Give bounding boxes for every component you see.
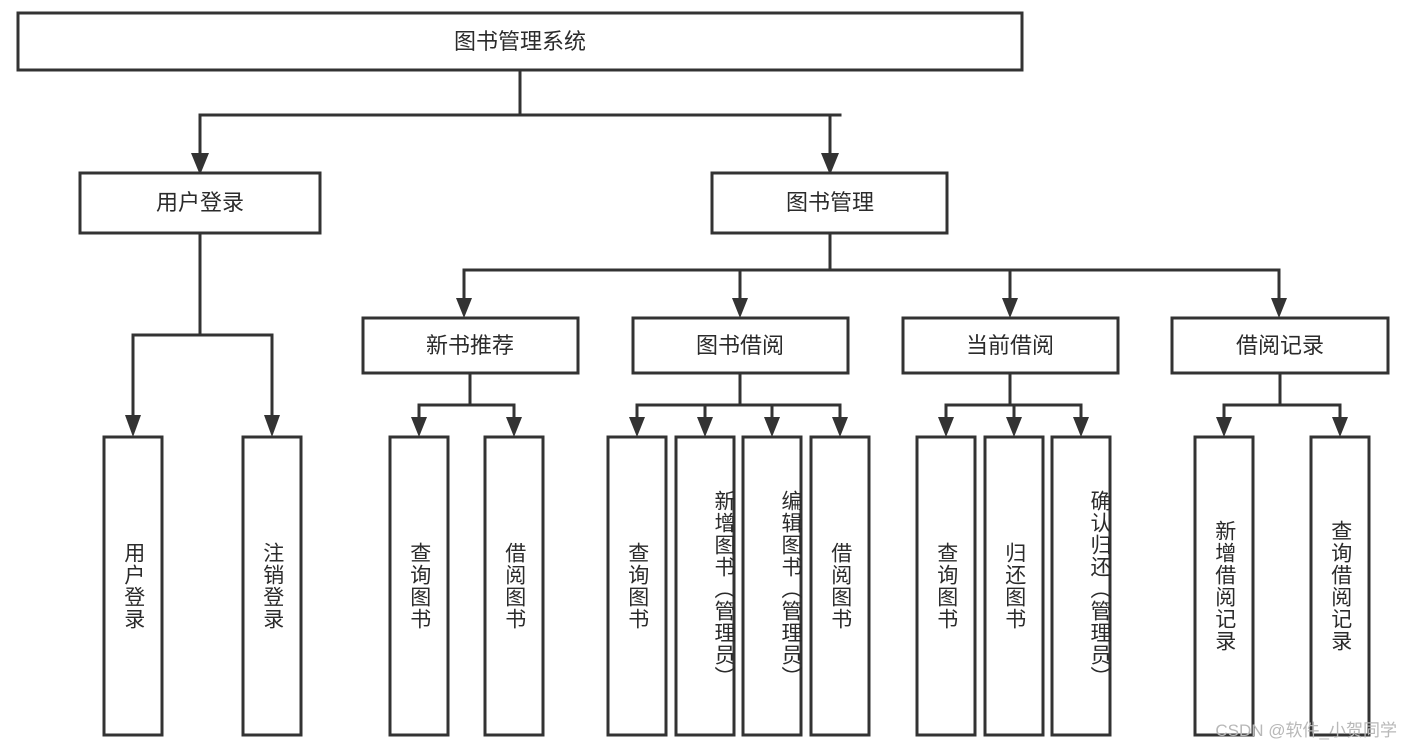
arrow-head-leaf-borrow-book-recommend	[506, 417, 522, 437]
leaf-user-login-box[interactable]	[102, 435, 164, 737]
arrow-head-leaf-return-book	[1006, 417, 1022, 437]
node-user-login-box[interactable]	[78, 171, 322, 235]
arrow-head-book-borrow	[732, 298, 748, 318]
node-borrow-record-box[interactable]	[1170, 316, 1390, 375]
leaf-add-book-box[interactable]	[674, 435, 736, 737]
leaf-borrow-book-box[interactable]	[809, 435, 871, 737]
node-new-book-recommend-box[interactable]	[361, 316, 580, 375]
node-user-login-label: 用户登录	[156, 190, 244, 215]
connector-current-borrow-to-leaves	[938, 371, 1089, 437]
connector-user-login-to-leaves	[125, 231, 280, 437]
leaf-edit-book-box[interactable]	[741, 435, 803, 737]
arrow-head-leaf-user-logout	[264, 415, 280, 437]
connector-book-borrow-to-leaves	[629, 371, 848, 437]
leaf-confirm-return-box[interactable]	[1050, 435, 1112, 737]
arrow-head-leaf-query-book-recommend	[411, 417, 427, 437]
node-book-borrow-label: 图书借阅	[696, 333, 784, 358]
leaf-return-book-box[interactable]	[983, 435, 1045, 737]
node-book-borrow-box[interactable]	[631, 316, 850, 375]
leaf-query-book-current-box[interactable]	[915, 435, 977, 737]
arrow-head-new-book-recommend	[456, 298, 472, 318]
arrow-head-current-borrow	[1002, 298, 1018, 318]
connector-book-manage-to-level2	[456, 231, 1287, 318]
arrow-head-book-manage	[821, 153, 839, 175]
leaf-borrow-book-recommend-box[interactable]	[483, 435, 545, 737]
node-user-login[interactable]: 用户登录	[78, 171, 322, 235]
node-root-box[interactable]	[16, 11, 1024, 72]
arrow-head-leaf-query-borrow-record	[1332, 417, 1348, 437]
leaf-query-borrow-record-box[interactable]	[1309, 435, 1371, 737]
node-root[interactable]: 图书管理系统	[16, 11, 1024, 72]
leaf-query-book-recommend-box[interactable]	[388, 435, 450, 737]
node-book-manage-box[interactable]	[710, 171, 949, 235]
arrow-head-leaf-query-book-borrow	[629, 417, 645, 437]
node-root-label: 图书管理系统	[454, 29, 586, 54]
arrow-head-leaf-edit-book	[764, 417, 780, 437]
node-book-manage-label: 图书管理	[786, 190, 874, 215]
leaf-user-logout-box[interactable]	[241, 435, 303, 737]
arrow-head-leaf-borrow-book	[832, 417, 848, 437]
arrow-head-leaf-add-book	[697, 417, 713, 437]
node-book-borrow[interactable]: 图书借阅	[631, 316, 850, 375]
node-new-book-recommend[interactable]: 新书推荐	[361, 316, 580, 375]
node-current-borrow-box[interactable]	[901, 316, 1120, 375]
leaf-query-book-borrow-box[interactable]	[606, 435, 668, 737]
arrow-head-borrow-record	[1271, 298, 1287, 318]
connector-root-to-level1	[191, 68, 842, 175]
node-new-book-recommend-label: 新书推荐	[426, 333, 514, 358]
leaf-add-borrow-record-box[interactable]	[1193, 435, 1255, 737]
arrow-head-leaf-user-login	[125, 415, 141, 437]
node-current-borrow-label: 当前借阅	[966, 333, 1054, 358]
arrow-head-leaf-query-book-current	[938, 417, 954, 437]
node-book-manage[interactable]: 图书管理	[710, 171, 949, 235]
leaf-boxes	[102, 435, 1371, 737]
arrow-head-user-login	[191, 153, 209, 175]
connector-borrow-record-to-leaves	[1216, 371, 1348, 437]
node-borrow-record-label: 借阅记录	[1236, 333, 1324, 358]
csdn-watermark: CSDN @软件_小贺同学	[1215, 721, 1397, 740]
arrow-head-leaf-add-borrow-record	[1216, 417, 1232, 437]
connector-new-book-recommend-to-leaves	[411, 371, 522, 437]
node-borrow-record[interactable]: 借阅记录	[1170, 316, 1390, 375]
arrow-head-leaf-confirm-return	[1073, 417, 1089, 437]
node-current-borrow[interactable]: 当前借阅	[901, 316, 1120, 375]
